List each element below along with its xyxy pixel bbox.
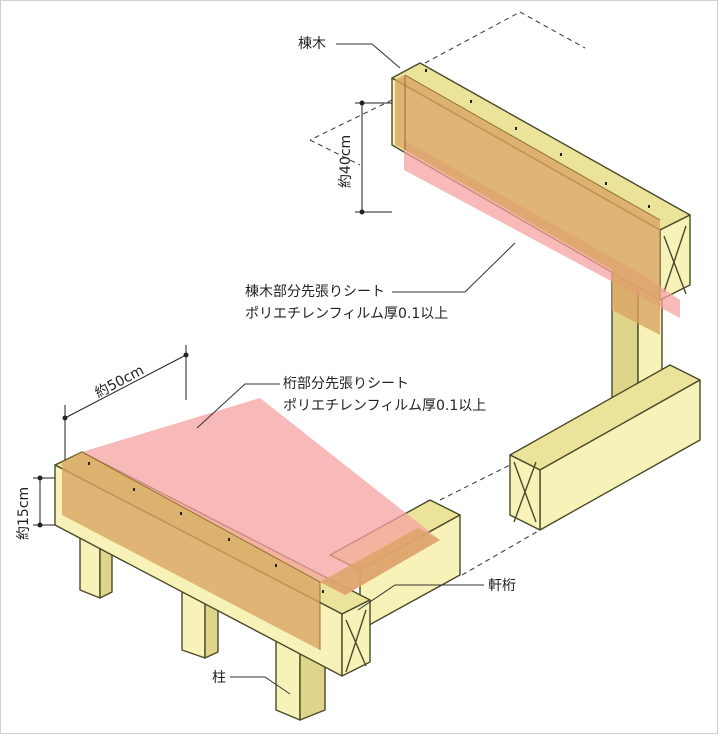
guide-dash [309, 139, 361, 166]
dim-40-dot [359, 100, 365, 106]
dim-50-line [64, 354, 187, 419]
leader-munagi [336, 43, 401, 69]
eave-end-cross [345, 609, 367, 673]
ridge-orange-overlay [395, 75, 660, 335]
label-hashira: 柱 [212, 670, 226, 686]
guide-dash [519, 11, 586, 49]
label-munagi: 棟木 [298, 36, 326, 52]
dim-15-dot [37, 522, 43, 528]
dim-40-text: 約40cm [338, 135, 354, 188]
leader-keta-sheet [196, 383, 280, 429]
leader-hashira [230, 676, 291, 695]
ridge-fold-line [404, 74, 661, 221]
dim-50-dot [62, 415, 68, 421]
guide-dash [309, 99, 393, 141]
eave-orange-overlay [62, 452, 320, 650]
girder-end-cross [513, 461, 537, 523]
leader-nokigeta [357, 584, 484, 611]
leader-munagi-sheet [392, 242, 516, 293]
label-munagi-sheet-2: ポリエチレンフィルム厚0.1以上 [245, 306, 448, 322]
eave-pink-sheet [82, 398, 440, 595]
dim-50-text: 約50cm [92, 362, 146, 401]
eave-nail-marks [88, 462, 324, 593]
ridge-nail-marks [425, 69, 650, 208]
label-keta-sheet-2: ポリエチレンフィルム厚0.1以上 [283, 398, 486, 414]
eave-fold-line [81, 451, 321, 583]
dim-50-dot [183, 352, 189, 358]
label-keta-sheet-1: 桁部分先張りシート [283, 376, 409, 392]
label-munagi-sheet-1: 棟木部分先張りシート [245, 284, 385, 300]
guide-dash [424, 11, 521, 64]
ridge-end-cross [663, 235, 687, 295]
dim-15-dot [37, 475, 43, 481]
dim-40-dot [359, 209, 365, 215]
dim-15-text: 約15cm [16, 487, 32, 540]
ridge-end-cross [663, 225, 687, 293]
guide-dash [461, 529, 541, 576]
eave-orange-overlay [320, 528, 440, 595]
label-nokigeta: 軒桁 [488, 578, 516, 594]
guide-dash [439, 464, 511, 501]
